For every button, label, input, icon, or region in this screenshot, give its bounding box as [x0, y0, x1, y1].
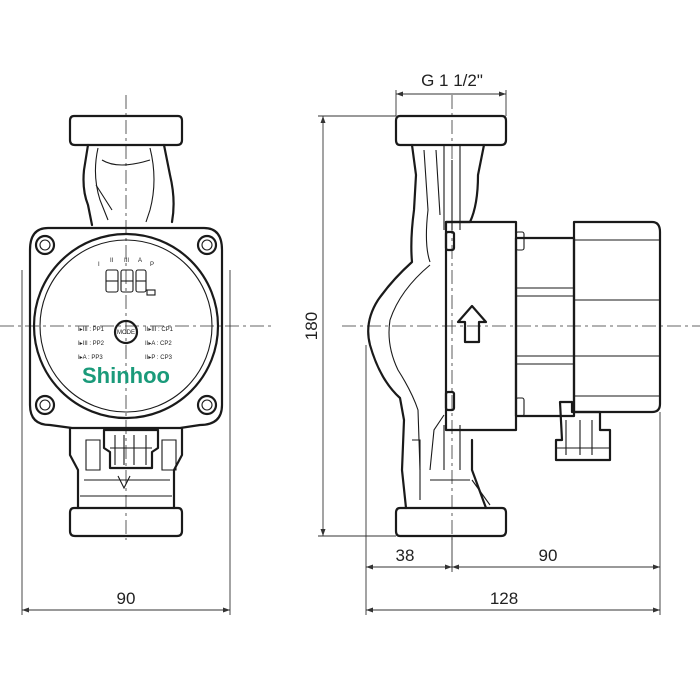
mode-button[interactable]: [113, 319, 139, 345]
front-upper-volute: [82, 143, 175, 227]
front-bottom-flange: [68, 506, 184, 538]
setting-label: II▸A : CP2: [145, 341, 172, 347]
side-motor-flange: [444, 220, 518, 432]
mode-letter: A: [138, 258, 142, 264]
inlet-offset-label: 38: [396, 546, 415, 565]
mode-letter: P: [150, 262, 154, 268]
mode-letter: II: [110, 258, 114, 264]
mode-indicator-letters: I II III A P: [98, 258, 154, 268]
side-bottom-flange: [394, 506, 508, 538]
side-shaft-lines: [443, 145, 461, 470]
side-bottom-connection: [412, 439, 491, 506]
setting-label: I▸A : PP3: [78, 355, 103, 361]
front-faceplate: [32, 232, 220, 420]
side-cable-connector-detail: [556, 420, 610, 455]
setting-label: I▸III : PP1: [78, 327, 105, 333]
front-connector-detail: [85, 435, 177, 490]
front-top-flange: [68, 114, 184, 147]
front-motor-housing: [28, 226, 224, 430]
mode-letter: I: [98, 262, 100, 268]
side-control-box: [572, 220, 662, 414]
mode-button-label: MODE: [117, 330, 135, 336]
front-upper-rib: [95, 159, 151, 211]
thread-label: G 1 1/2": [421, 71, 483, 90]
settings-left: I▸III : PP1 I▸III : PP2 I▸A : PP3: [78, 327, 105, 361]
front-corner-bolts: [34, 234, 218, 416]
setting-label: II▸III : CP1: [145, 327, 174, 333]
front-view: I II III A P MODE I▸III : PP1 I▸III : PP…: [0, 95, 272, 615]
seven-segment-display: [105, 269, 147, 293]
side-flange-bolt-top: [515, 231, 525, 251]
side-control-box-lines: [574, 239, 660, 397]
front-connector-box: [102, 428, 160, 470]
brand-logo: Shinhoo: [82, 363, 170, 388]
side-cable-connector: [554, 400, 612, 462]
side-top-flange: [394, 114, 508, 147]
side-motor-stator: [514, 236, 576, 418]
motor-depth-label: 90: [539, 546, 558, 565]
side-mount-tab-bottom: [444, 390, 456, 412]
side-flange-bolt-bottom: [515, 397, 525, 417]
front-width-label: 90: [117, 589, 136, 608]
flow-direction-arrow: [456, 304, 488, 344]
mode-letter: III: [124, 258, 129, 264]
total-depth-label: 128: [490, 589, 518, 608]
setting-label: I▸III : PP2: [78, 341, 105, 347]
pump-status-icon: [146, 289, 156, 296]
side-stator-ribs: [516, 287, 574, 365]
side-mount-tab-top: [444, 230, 456, 252]
setting-label: II▸P : CP3: [145, 355, 173, 361]
front-lower-pipe-lines: [80, 479, 172, 497]
side-pump-body-inner: [388, 149, 445, 471]
side-view: G 1 1/2" 180 38 90 128: [302, 71, 700, 615]
front-lower-body: [68, 426, 184, 510]
front-faceplate-inner: [39, 239, 213, 413]
settings-right: II▸III : CP1 II▸A : CP2 II▸P : CP3: [145, 327, 174, 361]
front-upper-volute-inner: [94, 147, 155, 223]
height-label: 180: [302, 312, 321, 340]
